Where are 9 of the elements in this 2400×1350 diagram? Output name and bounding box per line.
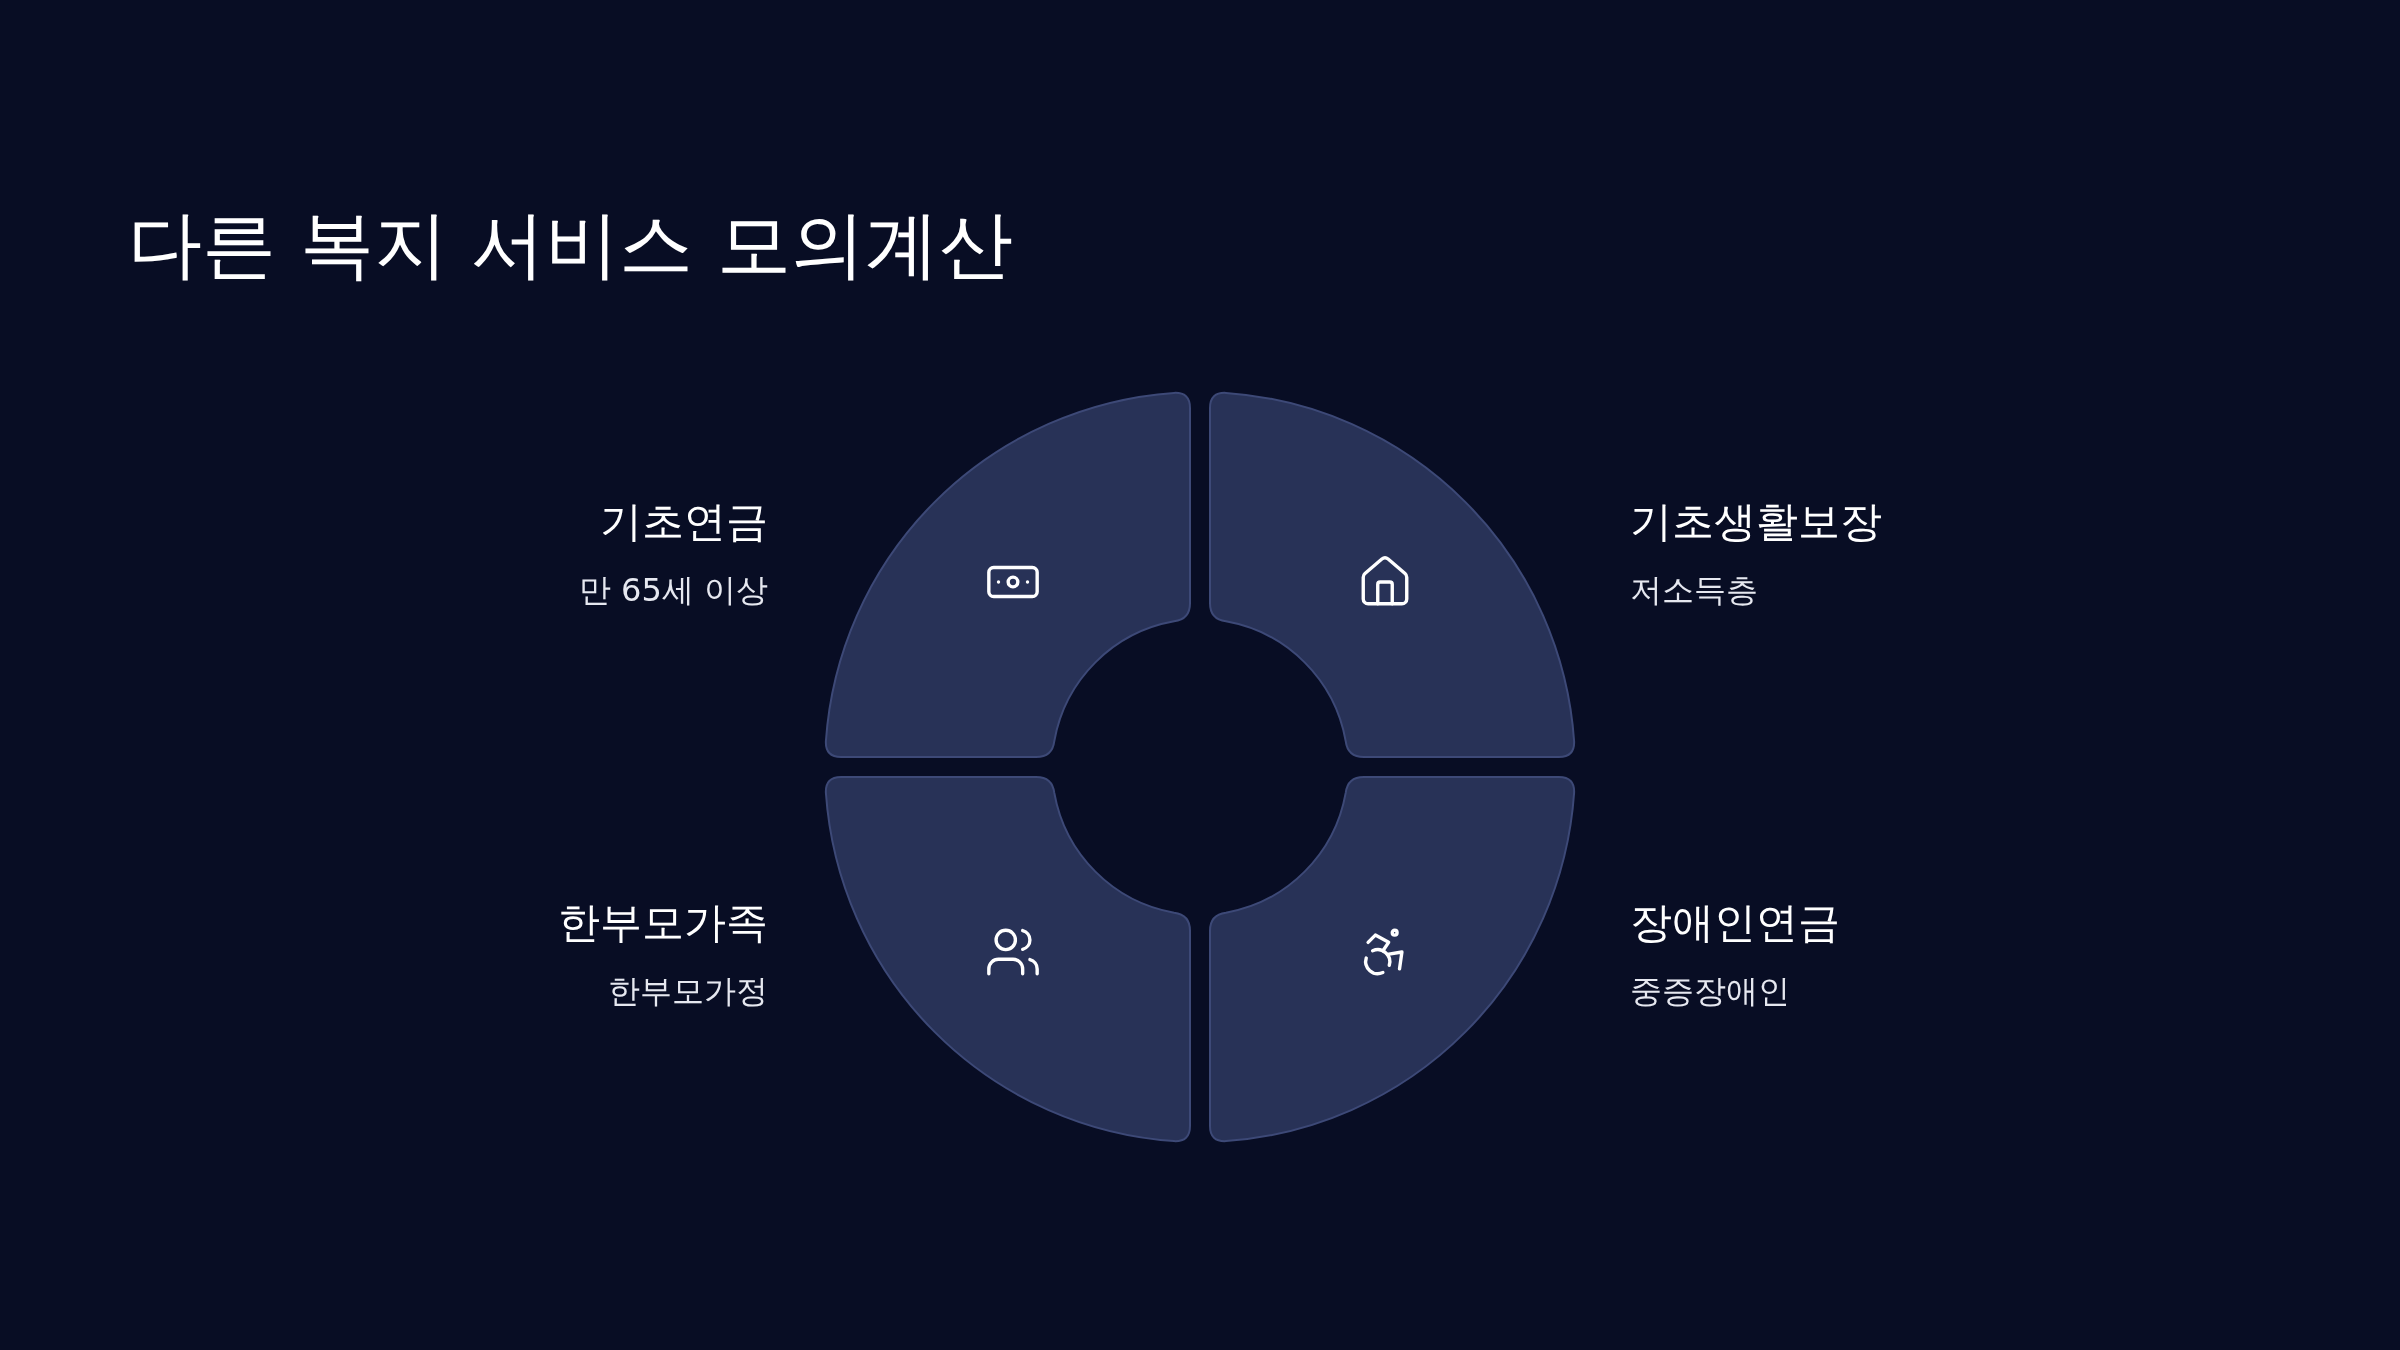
segment-subtitle: 중증장애인 (1630, 972, 1790, 1011)
segment-title: 장애인연금 (1630, 898, 1840, 949)
page-title: 다른 복지 서비스 모의계산 (128, 200, 1013, 289)
segment-title: 기초생활보장 (1630, 497, 1882, 548)
segment-subtitle: 저소득층 (1630, 571, 1758, 610)
segment-subtitle: 만 65세 이상 (578, 571, 768, 610)
segment-title: 기초연금 (600, 497, 768, 548)
segment-title: 한부모가족 (558, 898, 768, 949)
segment-subtitle: 한부모가정 (608, 972, 768, 1011)
